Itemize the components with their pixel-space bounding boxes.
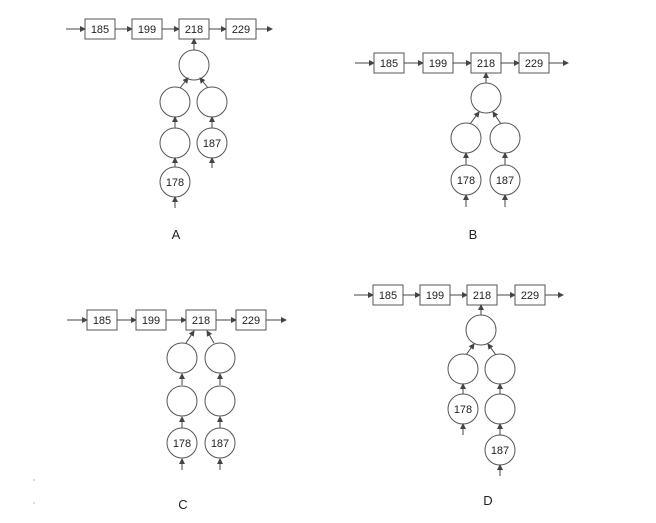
- list-node-label: 229: [525, 58, 543, 70]
- tree-node: [166, 385, 198, 417]
- list-node-label: 229: [242, 315, 260, 327]
- speck-mark: [33, 479, 35, 481]
- tree-node: [166, 342, 198, 374]
- panel-a: 185 199 218 229 187: [66, 18, 273, 242]
- node-label: 178: [454, 404, 472, 416]
- list-node-label: 185: [91, 24, 109, 36]
- linked-list: 185 199 218 229: [355, 52, 569, 74]
- panel-b: 185 199 218 229 178: [355, 52, 569, 242]
- panel-d: 185 199 218 229 178: [354, 284, 564, 508]
- node-label: 187: [496, 175, 514, 187]
- panel-label: C: [178, 497, 187, 512]
- list-node-label: 218: [192, 315, 210, 327]
- tree: 187 178: [159, 38, 228, 208]
- tree: 178 187: [450, 72, 521, 207]
- panel-c: 185 199 218 229: [67, 309, 287, 512]
- list-node-label: 199: [142, 315, 160, 327]
- node-label: 178: [166, 177, 184, 189]
- tree-edge: [185, 330, 195, 344]
- list-node-label: 218: [185, 24, 203, 36]
- tree-edge: [469, 111, 480, 125]
- node-label: 187: [491, 445, 509, 457]
- tree-edge: [179, 77, 189, 89]
- list-node-label: 229: [232, 24, 250, 36]
- tree-edge: [465, 343, 475, 356]
- tree-edge: [206, 330, 215, 344]
- node-label: 187: [203, 138, 221, 150]
- linked-list: 185 199 218 229: [67, 309, 287, 331]
- panel-label: B: [469, 227, 478, 242]
- list-node-label: 185: [93, 315, 111, 327]
- tree-root-node: [178, 49, 210, 81]
- speck-mark: [33, 502, 35, 504]
- tree-edge: [492, 111, 502, 125]
- tree-node: [484, 393, 516, 425]
- linked-list: 185 199 218 229: [354, 284, 564, 306]
- tree-node: [450, 122, 482, 154]
- tree-root-node: [470, 82, 502, 114]
- tree-node: [204, 385, 236, 417]
- tree-node: [196, 86, 228, 118]
- panel-label: D: [483, 493, 492, 508]
- tree-node: [159, 86, 191, 118]
- list-node-label: 185: [379, 290, 397, 302]
- list-node-label: 185: [380, 58, 398, 70]
- tree-edge: [487, 343, 497, 356]
- list-node-label: 229: [521, 290, 539, 302]
- tree-edge: [199, 77, 209, 89]
- list-node-label: 199: [138, 24, 156, 36]
- tree-node: [447, 353, 479, 385]
- list-node-label: 199: [426, 290, 444, 302]
- node-label: 187: [211, 438, 229, 450]
- tree-node: [159, 127, 191, 159]
- node-label: 178: [457, 175, 475, 187]
- panel-label: A: [172, 227, 181, 242]
- tree: 178 187: [166, 330, 236, 470]
- list-node-label: 218: [473, 290, 491, 302]
- list-node-label: 199: [429, 58, 447, 70]
- list-node-label: 218: [477, 58, 495, 70]
- tree-node: [489, 122, 521, 154]
- linked-list: 185 199 218 229: [66, 18, 273, 40]
- node-label: 178: [173, 438, 191, 450]
- tree-node: [204, 342, 236, 374]
- tree-root-node: [465, 314, 497, 346]
- tree: 178 187: [447, 304, 516, 476]
- tree-node: [484, 353, 516, 385]
